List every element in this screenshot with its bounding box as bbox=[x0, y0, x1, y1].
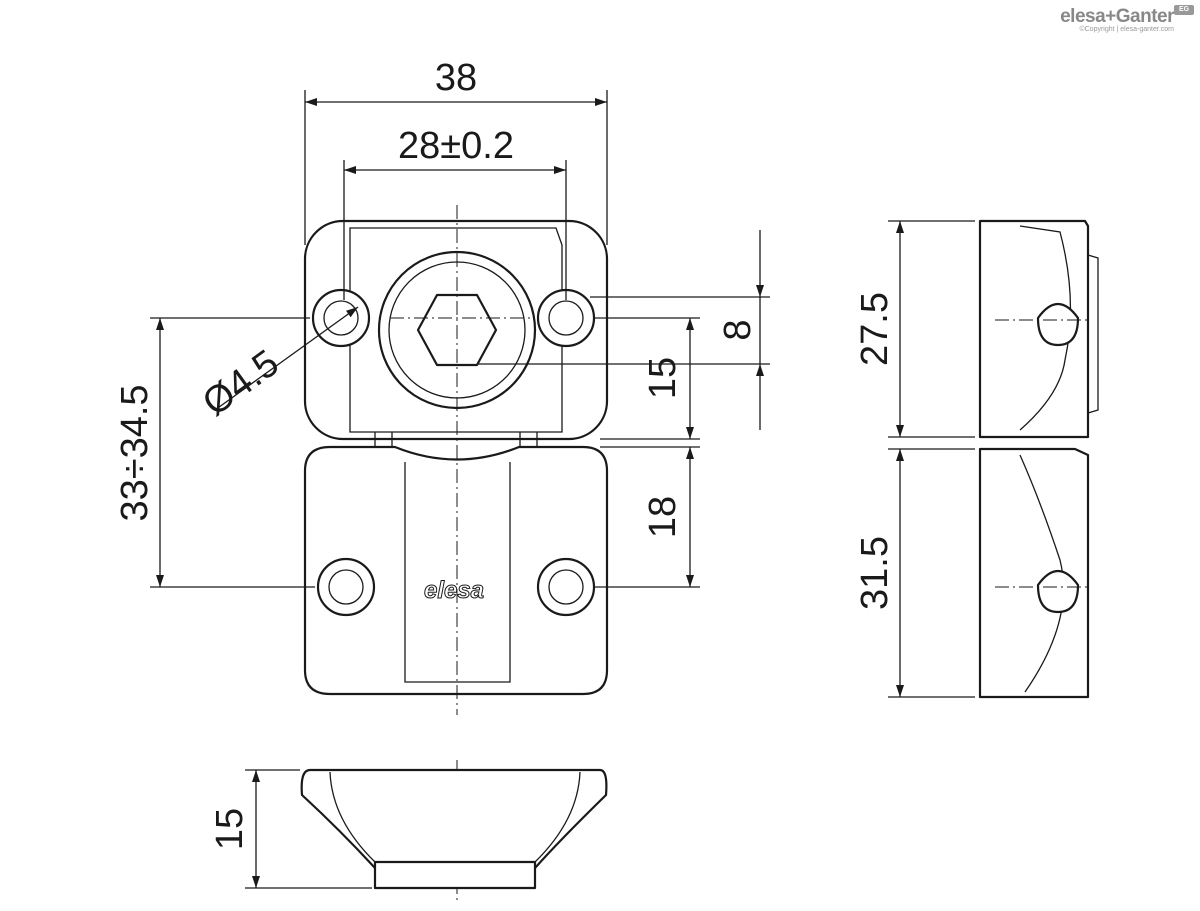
upper-right-hole bbox=[548, 300, 584, 336]
brand-badge: EG bbox=[1174, 5, 1194, 15]
front-view-lower-part: elesa bbox=[303, 445, 609, 696]
dim-upper-part-height: 27.5 bbox=[854, 220, 975, 438]
lower-left-hole-counterbore bbox=[316, 557, 376, 617]
bottom-part-outline bbox=[300, 768, 608, 870]
dim-overall-width-label: 38 bbox=[435, 57, 477, 99]
upper-left-hole-counterbore bbox=[311, 288, 371, 348]
dim-lower-part-height-label: 31.5 bbox=[854, 536, 896, 610]
lower-right-hole-counterbore bbox=[536, 557, 596, 617]
dim-hole-offset-label: 8 bbox=[717, 319, 759, 340]
dim-upper-hole-to-split: 15 bbox=[595, 317, 700, 440]
dim-bottom-view-height-label: 15 bbox=[209, 808, 251, 850]
dim-hole-spacing-label: 28±0.2 bbox=[398, 125, 514, 167]
lower-part-outline bbox=[303, 445, 609, 696]
dim-overall-width: 38 bbox=[304, 57, 608, 245]
dim-bottom-view-height: 15 bbox=[209, 769, 372, 889]
dim-hole-spacing: 28±0.2 bbox=[343, 125, 567, 300]
dim-split-to-lower-hole: 18 bbox=[595, 446, 700, 588]
bottom-view bbox=[300, 768, 608, 890]
side-upper-part-lip bbox=[1087, 254, 1099, 414]
side-upper-part-outline bbox=[978, 219, 1090, 439]
upper-part-inner-face bbox=[349, 227, 563, 433]
dim-hole-diameter-label: Ø4.5 bbox=[195, 342, 286, 424]
side-lower-part-curve bbox=[1019, 454, 1065, 693]
dim-lower-part-height: 31.5 bbox=[854, 448, 975, 698]
upper-part-slot bbox=[374, 432, 538, 446]
brand-copyright: ©Copyright | elesa-ganter.com bbox=[1079, 26, 1174, 33]
brand-logo: elesa+Ganter ©Copyright | elesa-ganter.c… bbox=[1060, 5, 1194, 33]
side-upper-pin-icon bbox=[1036, 302, 1080, 347]
bottom-part-edges bbox=[329, 771, 581, 863]
dim-upper-part-height-label: 27.5 bbox=[854, 292, 896, 366]
bottom-part-base bbox=[373, 860, 537, 890]
lower-left-hole bbox=[328, 569, 364, 605]
lower-right-hole bbox=[548, 569, 584, 605]
brand-name: elesa+Ganter bbox=[1060, 6, 1174, 27]
side-upper-part-curve bbox=[1019, 225, 1072, 431]
side-lower-pin-icon bbox=[1036, 569, 1080, 614]
lower-part-center-rib bbox=[404, 462, 511, 683]
upper-left-hole bbox=[323, 300, 359, 336]
dim-mounting-span: 33÷34.5 bbox=[114, 317, 315, 588]
part-logo: elesa bbox=[424, 577, 484, 604]
side-view bbox=[978, 219, 1099, 699]
dim-mounting-span-label: 33÷34.5 bbox=[114, 384, 156, 521]
dim-hole-offset: 8 bbox=[478, 230, 770, 430]
side-lower-part-outline bbox=[978, 447, 1090, 699]
front-view-upper-part bbox=[303, 219, 609, 446]
dim-split-to-lower-hole-label: 18 bbox=[642, 496, 684, 538]
dim-upper-hole-to-split-label: 15 bbox=[642, 357, 684, 399]
